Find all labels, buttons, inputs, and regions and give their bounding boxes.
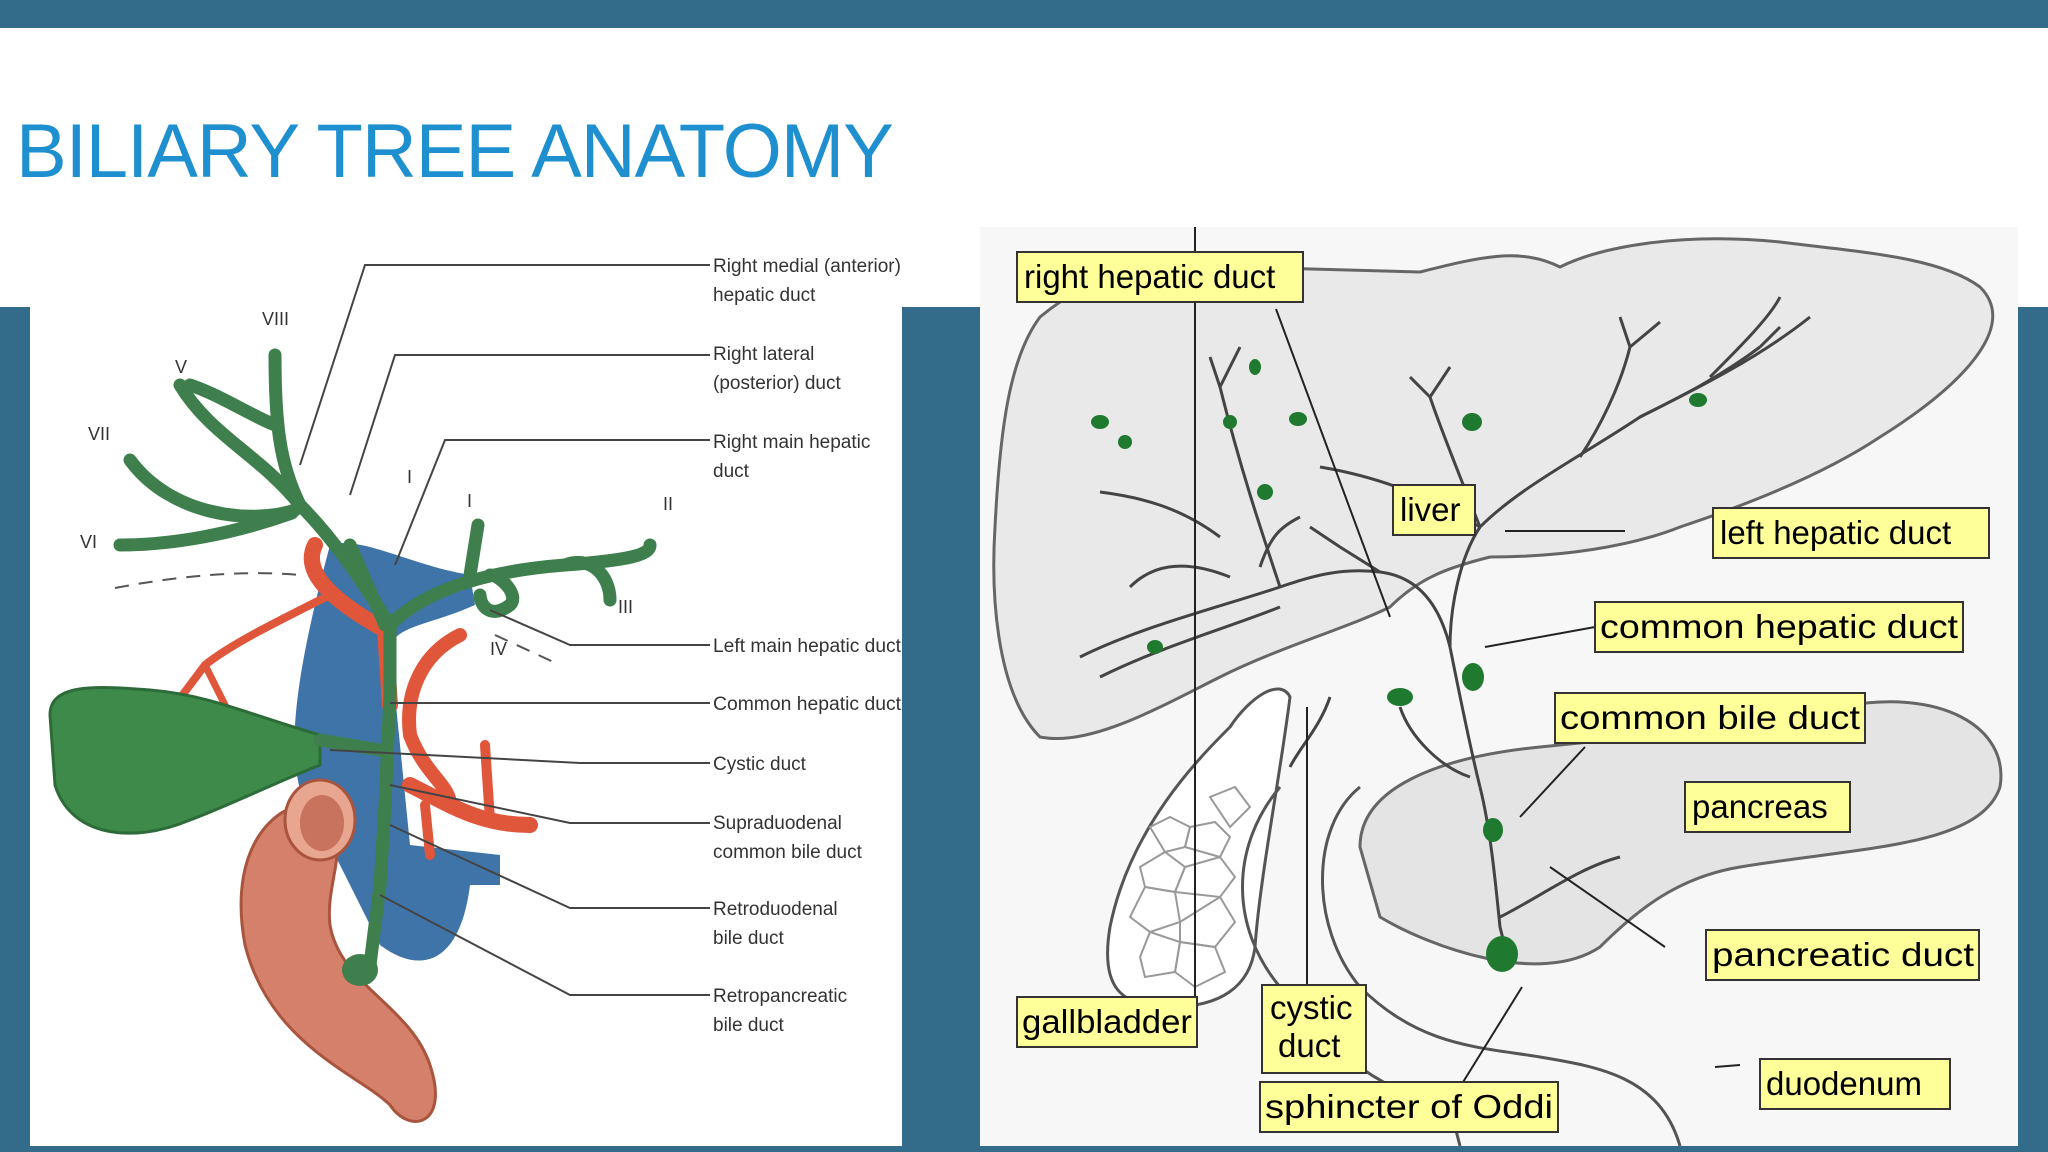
label-retroduodenal-line2: bile duct — [713, 928, 784, 949]
gallbladder-shape — [1106, 687, 1292, 1009]
left-anatomy-figure: VIII V VII VI I I II III IV Right medial… — [30, 245, 902, 1146]
duct-tree — [1079, 296, 1811, 968]
label-common-hepatic-duct: common hepatic duct — [1600, 608, 1958, 645]
liver-boundary-line — [114, 572, 301, 589]
duct-nodes — [1091, 359, 1707, 972]
label-retropancreatic-line2: bile duct — [713, 1015, 784, 1036]
left-hepatic-artery — [402, 628, 467, 812]
schematic-labels: right hepatic duct liver left hepatic du… — [1016, 251, 1990, 1133]
gallbladder-stones — [1128, 785, 1252, 989]
label-cystic: Cystic duct — [713, 754, 807, 775]
label-left-hepatic-duct: left hepatic duct — [1720, 514, 1951, 551]
segment-label-i-b: I — [467, 491, 472, 511]
pancreas-outline — [1358, 700, 2003, 966]
label-common-hepatic: Common hepatic duct — [713, 694, 902, 715]
segment-label-iii: III — [618, 597, 633, 617]
label-left-main-hepatic: Left main hepatic duct — [713, 636, 902, 657]
caudate-duct — [343, 538, 392, 632]
label-right-hepatic-duct: right hepatic duct — [1024, 258, 1275, 295]
label-right-lateral-line1: Right lateral — [713, 344, 814, 365]
bile-duct-tree — [113, 348, 657, 972]
segment-label-vi: VI — [80, 532, 97, 552]
bottom-background-band — [0, 1146, 2048, 1152]
label-retroduodenal-line1: Retroduodenal — [713, 899, 838, 920]
duct-labels: Right medial (anterior) hepatic duct Rig… — [713, 256, 902, 1036]
segment-label-i-a: I — [407, 467, 412, 487]
segment-i-duct — [463, 518, 485, 582]
label-sphincter-of-oddi: sphincter of Oddi — [1265, 1088, 1553, 1125]
left-main-duct-path — [383, 538, 657, 632]
duodenum-wall-outer — [1321, 785, 1682, 1147]
middle-background-band — [902, 307, 980, 1152]
common-bile-duct — [363, 688, 397, 972]
right-background-band — [2018, 307, 2048, 1152]
label-supraduodenal-line2: common bile duct — [713, 842, 863, 863]
segment-iii-duct — [558, 556, 617, 607]
leader-lines — [299, 264, 710, 996]
cystic-artery — [156, 591, 334, 729]
cystic-duct-path — [313, 733, 387, 757]
segment-viii-branch — [183, 378, 282, 432]
label-pancreas: pancreas — [1692, 788, 1828, 825]
artery-branch — [420, 800, 435, 860]
label-right-lateral-line2: (posterior) duct — [713, 373, 841, 394]
left-background-band — [0, 307, 30, 1152]
label-cystic-line2: duct — [1278, 1027, 1340, 1064]
segment-label-vii: VII — [88, 424, 110, 444]
label-right-medial-line1: Right medial (anterior) — [713, 256, 901, 277]
label-right-medial-line2: hepatic duct — [713, 285, 816, 306]
gastroduodenal-artery — [480, 740, 495, 825]
label-duodenum: duodenum — [1766, 1065, 1922, 1102]
label-supraduodenal-line1: Supraduodenal — [713, 813, 842, 834]
label-gallbladder: gallbladder — [1022, 1003, 1192, 1040]
label-pancreatic-duct: pancreatic duct — [1712, 936, 1974, 973]
left-anatomy-svg: VIII V VII VI I I II III IV Right medial… — [48, 256, 902, 1123]
label-right-main-line2: duct — [713, 461, 750, 482]
label-retropancreatic-line1: Retropancreatic — [713, 986, 847, 1007]
label-liver: liver — [1400, 491, 1461, 528]
segment-label-viii: VIII — [262, 309, 289, 329]
label-common-bile-duct: common bile duct — [1560, 699, 1860, 736]
duodenum — [239, 803, 437, 1123]
segment-vi-duct — [113, 506, 299, 552]
ampulla — [342, 954, 378, 986]
right-schematic-svg: right hepatic duct liver left hepatic du… — [992, 227, 2003, 1147]
segment-v-duct — [173, 378, 307, 512]
top-accent-bar — [0, 0, 2048, 28]
liver-outline — [992, 237, 1994, 740]
schematic-leader-lines — [1194, 227, 1741, 1088]
right-schematic-figure: right hepatic duct liver left hepatic du… — [980, 227, 2018, 1147]
right-hepatic-artery — [303, 537, 393, 638]
label-right-main-line1: Right main hepatic — [713, 432, 870, 453]
label-cystic-line1: cystic — [1270, 989, 1353, 1026]
segment-label-ii: II — [663, 494, 673, 514]
portal-vein — [294, 542, 500, 961]
slide-title: BILIARY TREE ANATOMY — [16, 109, 894, 194]
gallbladder — [48, 686, 322, 835]
segment-iv-duct — [473, 568, 519, 618]
duodenum-lumen-inner — [300, 795, 344, 851]
segment-label-v: V — [175, 357, 187, 377]
liver-boundary-line-left — [494, 634, 561, 666]
segment-label-iv: IV — [490, 639, 507, 659]
